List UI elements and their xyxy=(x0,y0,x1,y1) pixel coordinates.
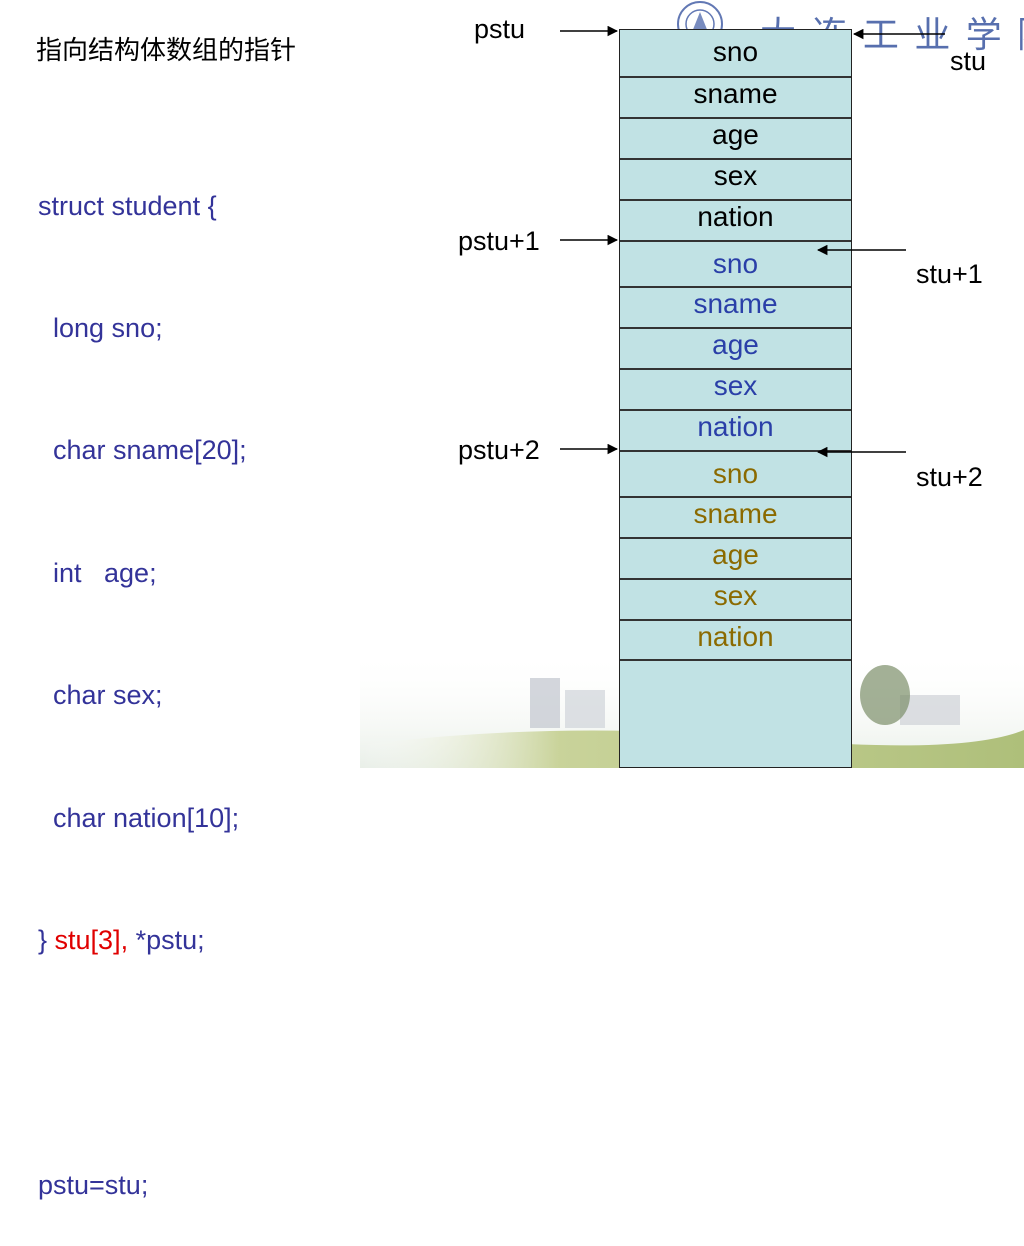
code-line: long sno; xyxy=(38,312,163,343)
slide-title: 指向结构体数组的指针 xyxy=(36,36,297,66)
field-separator xyxy=(620,199,851,201)
block1-field-sname: sname xyxy=(693,78,778,109)
code-line: struct student { xyxy=(38,190,217,221)
block2-field-sno: sno xyxy=(712,248,759,279)
code-line: char sex; xyxy=(38,680,163,711)
label-pstu-plus-2: pstu+2 xyxy=(458,435,540,465)
label-stu: stu xyxy=(950,46,987,76)
field-separator xyxy=(620,578,851,580)
code-line: char nation[10]; xyxy=(38,802,240,833)
field-separator xyxy=(620,496,851,498)
decl-array-highlight: stu[3], xyxy=(54,924,129,955)
block3-field-sno: sno xyxy=(712,458,759,489)
field-separator xyxy=(620,409,851,411)
block3-field-age: age xyxy=(712,539,759,570)
decl-suffix: *pstu; xyxy=(128,924,205,955)
block3-field-nation: nation xyxy=(697,621,774,652)
code-blank-line xyxy=(38,1042,247,1083)
struct-separator xyxy=(620,450,851,452)
code-line: int age; xyxy=(38,557,157,588)
decl-prefix: } xyxy=(38,924,55,955)
label-pstu: pstu xyxy=(474,14,526,44)
block2-field-sex: sex xyxy=(713,370,758,401)
block2-field-nation: nation xyxy=(697,411,774,442)
label-stu-plus-2: stu+2 xyxy=(916,462,983,492)
block1-field-sno: sno xyxy=(712,36,759,67)
field-separator xyxy=(620,619,851,621)
label-stu-plus-1: stu+1 xyxy=(916,259,983,289)
field-separator xyxy=(620,76,851,78)
field-separator xyxy=(620,158,851,160)
struct-separator xyxy=(620,659,851,661)
block1-field-sex: sex xyxy=(713,160,758,191)
block1-field-age: age xyxy=(712,119,759,150)
field-separator xyxy=(620,537,851,539)
block1-field-nation: nation xyxy=(697,201,774,232)
field-separator xyxy=(620,368,851,370)
field-separator xyxy=(620,327,851,329)
code-block: struct student { long sno; char sname[20… xyxy=(38,104,247,1246)
code-line: char sname[20]; xyxy=(38,435,247,466)
block2-field-sname: sname xyxy=(693,288,778,319)
memory-layout-column: sno sname age sex nation sno sname age s… xyxy=(619,29,852,768)
label-pstu-plus-1: pstu+1 xyxy=(458,226,540,256)
code-assign-line: pstu=stu; xyxy=(38,1169,149,1200)
struct-separator xyxy=(620,240,851,242)
field-separator xyxy=(620,286,851,288)
field-separator xyxy=(620,117,851,119)
block2-field-age: age xyxy=(712,329,759,360)
block3-field-sname: sname xyxy=(693,498,778,529)
code-decl-line: } stu[3], *pstu; xyxy=(38,920,247,961)
block3-field-sex: sex xyxy=(713,580,758,611)
